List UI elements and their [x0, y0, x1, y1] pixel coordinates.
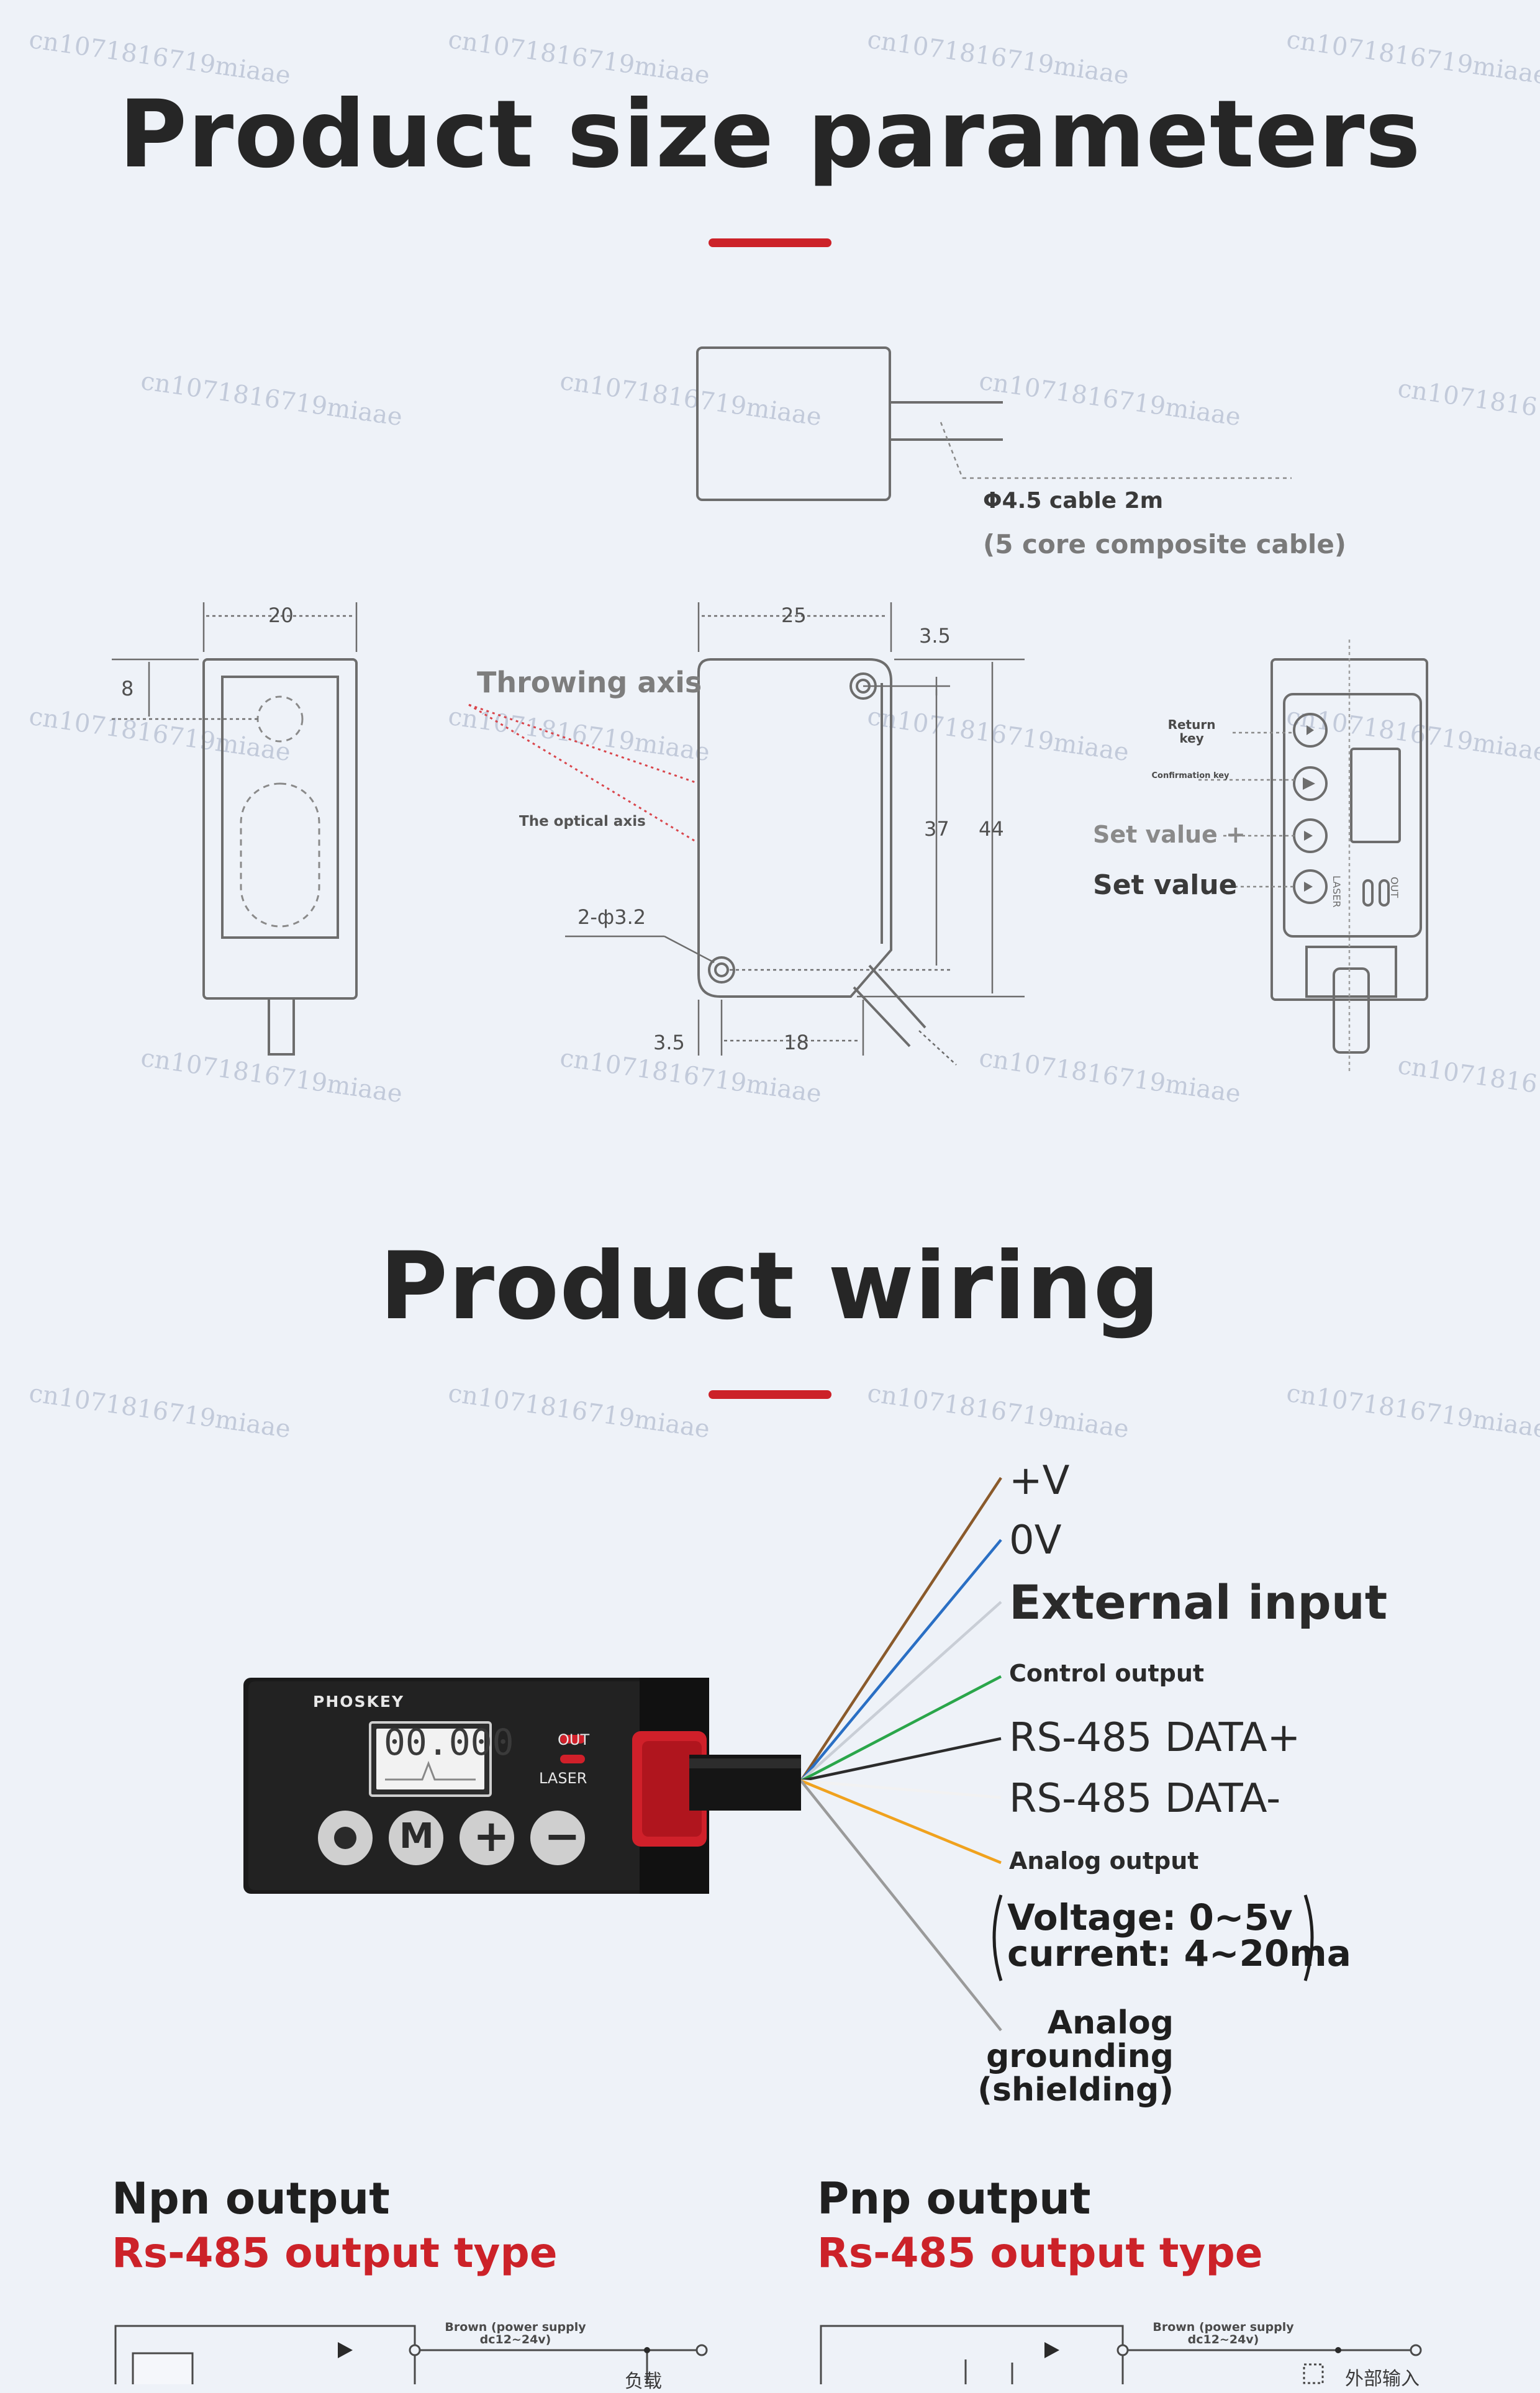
- optical-axis-label: The optical axis: [519, 813, 646, 830]
- optical-axis-line: [468, 703, 696, 843]
- wire-label-rs485-minus: RS-485 DATA-: [1009, 1776, 1281, 1822]
- dim-inner-height: 37: [924, 817, 949, 841]
- wire-brown: [800, 1477, 1002, 1782]
- set-value-label: Set value: [1093, 869, 1238, 901]
- top-view-body: [696, 346, 891, 501]
- dim-bottom-span: 18: [784, 1031, 809, 1054]
- wire-shield: [800, 1780, 1002, 2032]
- device-out-led: OUT: [558, 1731, 590, 1748]
- cable-sub-label: (5 core composite cable): [983, 529, 1347, 559]
- title-accent-bar-1: [709, 238, 831, 247]
- pnp-subtitle: Rs-485 output type: [817, 2229, 1263, 2277]
- npn-title: Npn output: [112, 2173, 390, 2224]
- wire-blue: [800, 1539, 1002, 1782]
- dim-bottom-left: 3.5: [653, 1031, 685, 1054]
- device-m-button[interactable]: M: [399, 1816, 434, 1857]
- side-view-body: [697, 658, 892, 998]
- wire-green: [800, 1675, 1002, 1782]
- dimension-drawing: [112, 346, 1428, 1074]
- device-brand: PHOSKEY: [313, 1693, 405, 1711]
- npn-circuit-box: [114, 2325, 416, 2384]
- analog-voltage: Voltage: 0~5v: [1007, 1896, 1293, 1938]
- title-accent-bar-2: [709, 1390, 831, 1399]
- dim-hole: 2-ф3.2: [578, 905, 646, 929]
- npn-power-note: Brown (power supply dc12~24v): [445, 2320, 586, 2346]
- wire-black: [800, 1737, 1002, 1783]
- wire-gray: [800, 1601, 1002, 1782]
- wiring-section-title: Product wiring: [379, 1233, 1161, 1341]
- throwing-axis-label: Throwing axis: [477, 666, 702, 699]
- device-laser-led: LASER: [539, 1770, 587, 1787]
- wire-white: [800, 1779, 1002, 1799]
- size-section-title: Product size parameters: [119, 81, 1421, 189]
- dim-corner: 3.5: [919, 624, 951, 648]
- pnp-power-note: Brown (power supply dc12~24v): [1153, 2320, 1294, 2346]
- dim-top-offset: 8: [121, 677, 134, 700]
- dim-total-height: 44: [979, 817, 1004, 841]
- device-display: 00.000: [384, 1721, 514, 1763]
- device-minus-button[interactable]: −: [544, 1811, 581, 1861]
- wire-label-control-output: Control output: [1009, 1660, 1205, 1687]
- sensor-device: [243, 1678, 801, 1894]
- wire-label-0v: 0V: [1009, 1518, 1062, 1563]
- wire-label-pv: +V: [1009, 1458, 1070, 1504]
- set-value-plus-label: Set value +: [1093, 821, 1246, 848]
- dim-width-front: 20: [268, 604, 294, 627]
- wire-label-rs485-plus: RS-485 DATA+: [1009, 1715, 1301, 1761]
- return-key-label: Return key: [1167, 717, 1216, 746]
- pnp-circuit-box: [820, 2325, 1124, 2384]
- npn-subtitle: Rs-485 output type: [112, 2229, 558, 2277]
- pnp-ext-label: 外部输入: [1345, 2368, 1420, 2390]
- device-plus-button[interactable]: +: [473, 1811, 510, 1861]
- analog-ground-line2: grounding: [986, 2038, 1174, 2075]
- wire-label-analog-output: Analog output: [1009, 1847, 1199, 1875]
- analog-current: current: 4~20ma: [1007, 1932, 1351, 1975]
- panel-view-cable: [1333, 967, 1370, 1054]
- analog-ground-line1: Analog: [1047, 2004, 1174, 2042]
- front-view-cable: [268, 997, 295, 1056]
- confirm-key-label: Confirmation key: [1151, 771, 1230, 780]
- npn-load-label: 负载: [625, 2371, 662, 2392]
- wire-label-external-input: External input: [1009, 1575, 1388, 1630]
- analog-ground-line3: (shielding): [977, 2071, 1174, 2109]
- cable-label: Φ4.5 cable 2m: [983, 488, 1164, 513]
- pnp-title: Pnp output: [817, 2173, 1091, 2224]
- dim-width-side: 25: [781, 604, 807, 627]
- front-view-window: [221, 676, 339, 939]
- cable-leader: [940, 422, 964, 479]
- wire-orange: [800, 1779, 1002, 1865]
